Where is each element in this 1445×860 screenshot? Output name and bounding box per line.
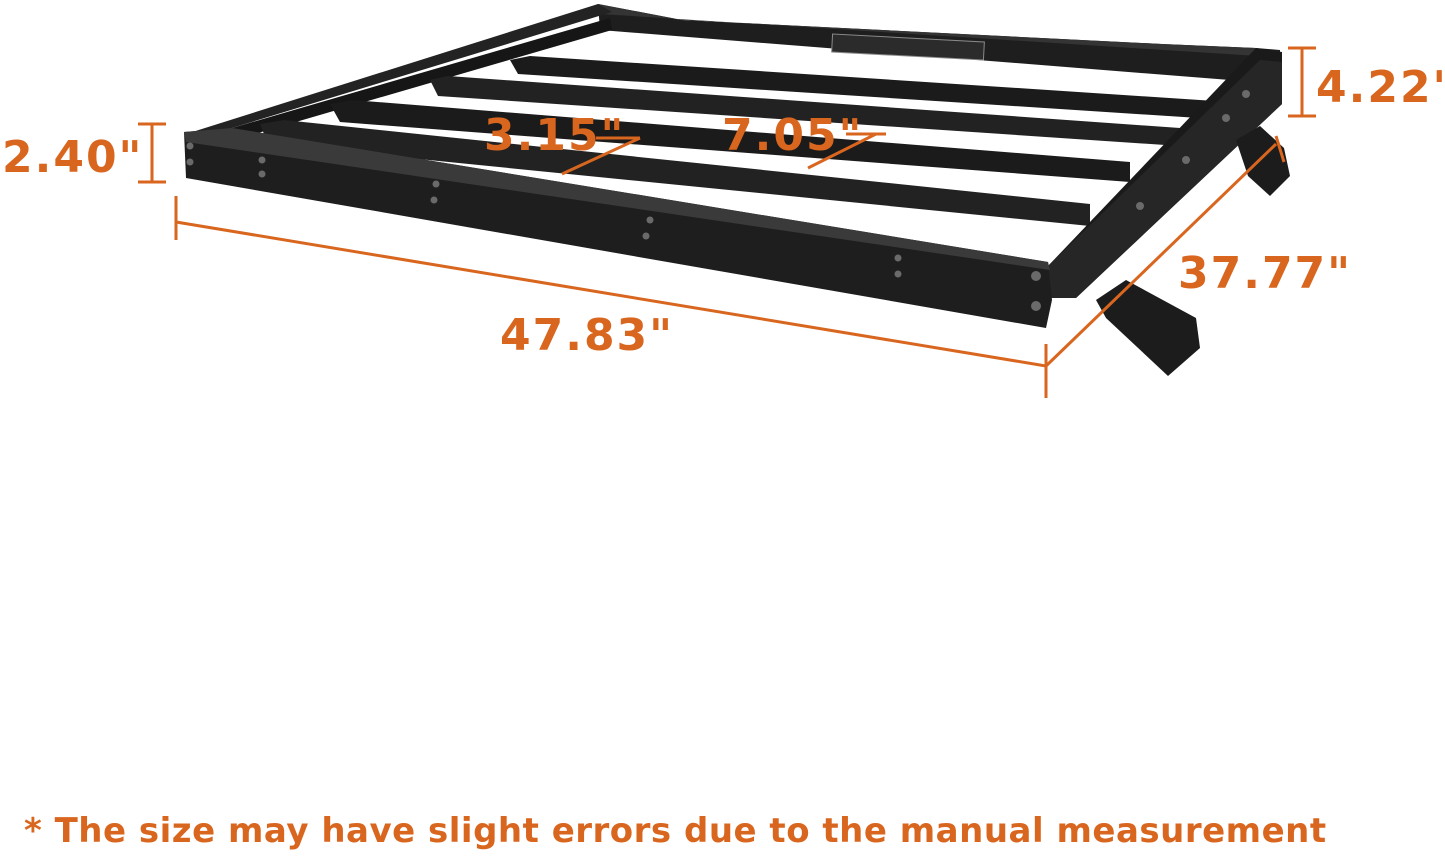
dim-crossbar-spacing-leader [807,132,877,170]
dim-length-label: 47.83" [500,310,674,361]
rack-mount-bracket [1096,280,1200,376]
dimension-lines [138,46,1316,398]
rack-crossbar [510,56,1230,120]
dim-crossbar-spacing-label: 7.05" [722,110,863,161]
rack-logo-plate [831,33,985,61]
dim-front-height-label: 2.40" [2,132,143,183]
rack-bolts [186,90,1250,311]
dim-length-line [175,220,1047,368]
rack-mount-bracket [1236,126,1290,196]
dim-crossbar-width-leader [561,136,641,176]
dim-width-line [1044,142,1278,368]
rack-left-side-rail-face [186,18,612,146]
measurement-disclaimer: * The size may have slight errors due to… [24,811,1327,851]
dim-rear-height-label: 4.22" [1316,62,1445,113]
rack-crossbar [430,76,1180,146]
dim-crossbar-width-label: 3.15" [484,110,625,161]
dim-width-tick [1274,135,1286,163]
rack-left-side-rail [186,4,612,134]
rack-crossbar [260,120,1090,226]
dimension-labels: 2.40" 4.22" 3.15" 7.05" 37.77" 47.83" [2,62,1445,361]
roof-rack-illustration [184,4,1290,376]
rack-front-rail [184,128,1052,328]
rack-front-rail-top-edge [184,128,1050,270]
dim-width-label: 37.77" [1178,248,1352,299]
rack-crossbar [330,100,1130,182]
rack-rear-rail-top-face [598,4,1258,56]
